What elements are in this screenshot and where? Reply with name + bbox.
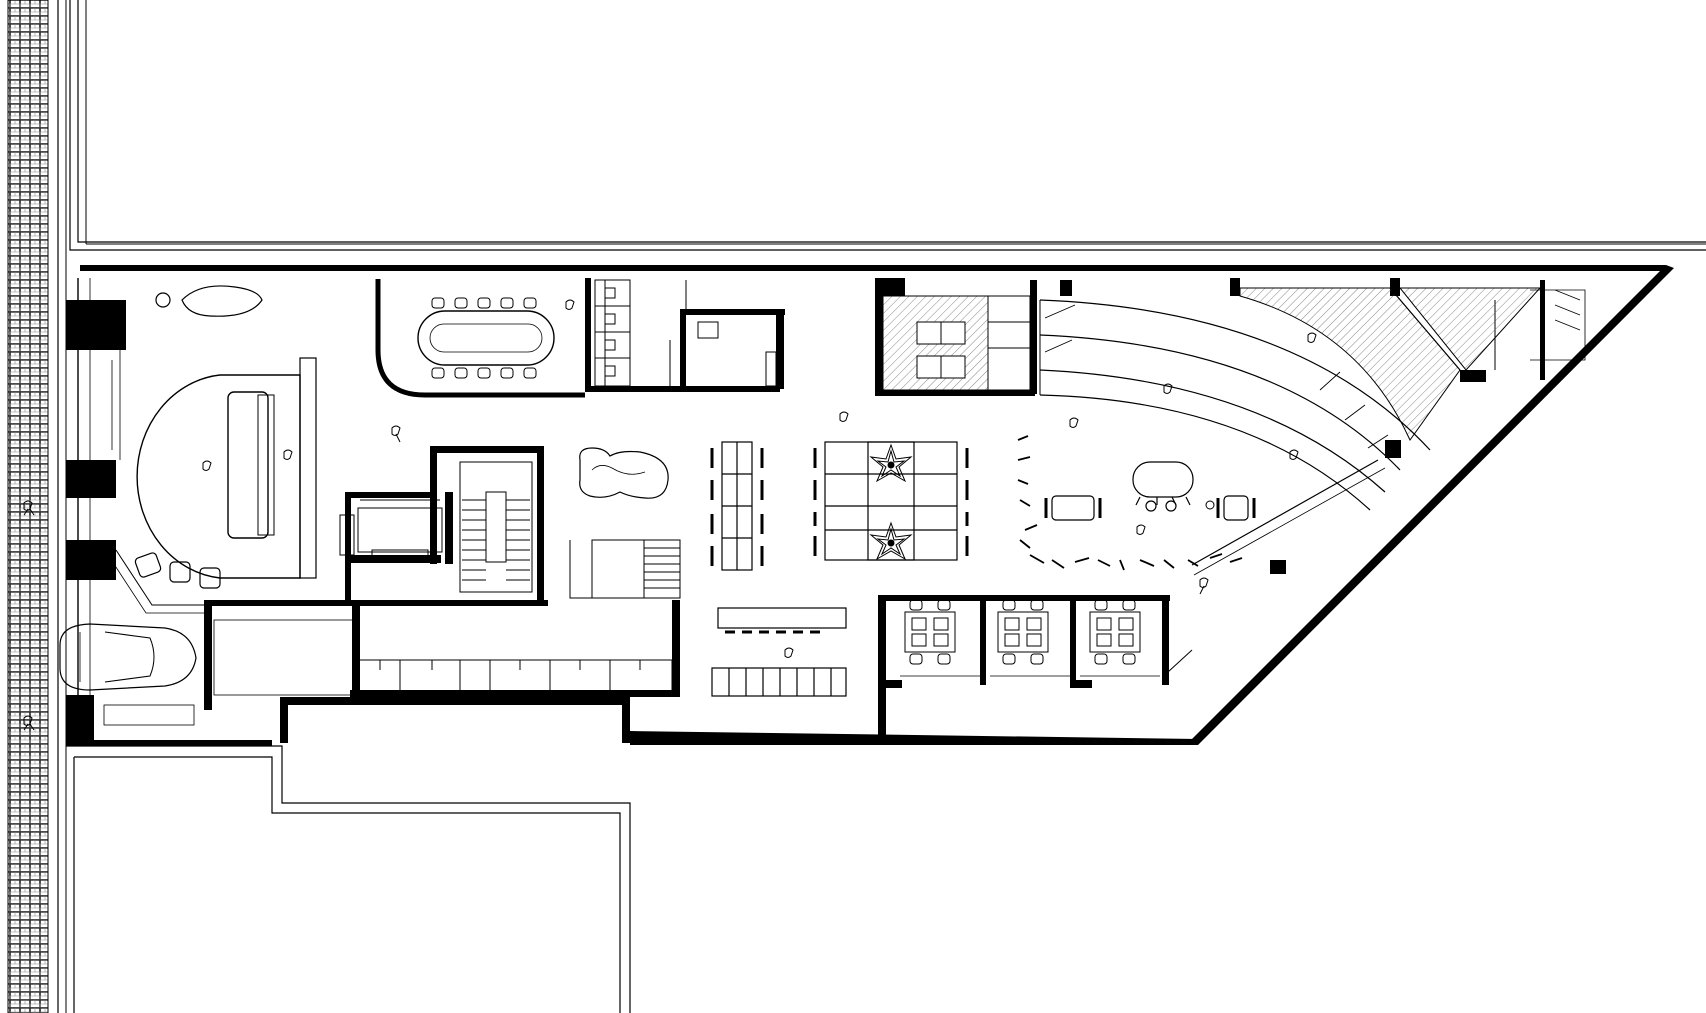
amphitheater-steps: [1039, 299, 1431, 576]
lounge-chairs: [134, 552, 221, 589]
private-offices: [900, 599, 1193, 677]
person-figure-icon: [23, 299, 1317, 731]
workstation-tables: [710, 441, 969, 571]
storage-hatch: [882, 287, 1542, 441]
conference-chairs: [431, 297, 537, 379]
office-1: [904, 599, 956, 665]
sidewalk-paving: [7, 0, 67, 1013]
sofa: [155, 285, 263, 317]
exterior-walls: [66, 265, 1674, 746]
front-facade: [77, 278, 210, 740]
reception-area: [134, 285, 317, 589]
staircase: [339, 289, 1586, 599]
office-3: [1089, 599, 1141, 665]
scattered-benches: [1017, 435, 1243, 571]
car-icon: [59, 610, 355, 726]
open-area-furniture: [1017, 435, 1256, 571]
plant-icon: [869, 443, 913, 561]
cafe-bench: [711, 607, 847, 697]
lounge-seat: [579, 447, 669, 499]
neighbor-building-north: [69, 0, 1706, 251]
conference-room: [375, 279, 585, 398]
neighbor-building-south: [66, 745, 631, 1013]
lockers: [357, 659, 673, 695]
restroom-block: [594, 279, 777, 387]
office-2: [997, 599, 1049, 665]
